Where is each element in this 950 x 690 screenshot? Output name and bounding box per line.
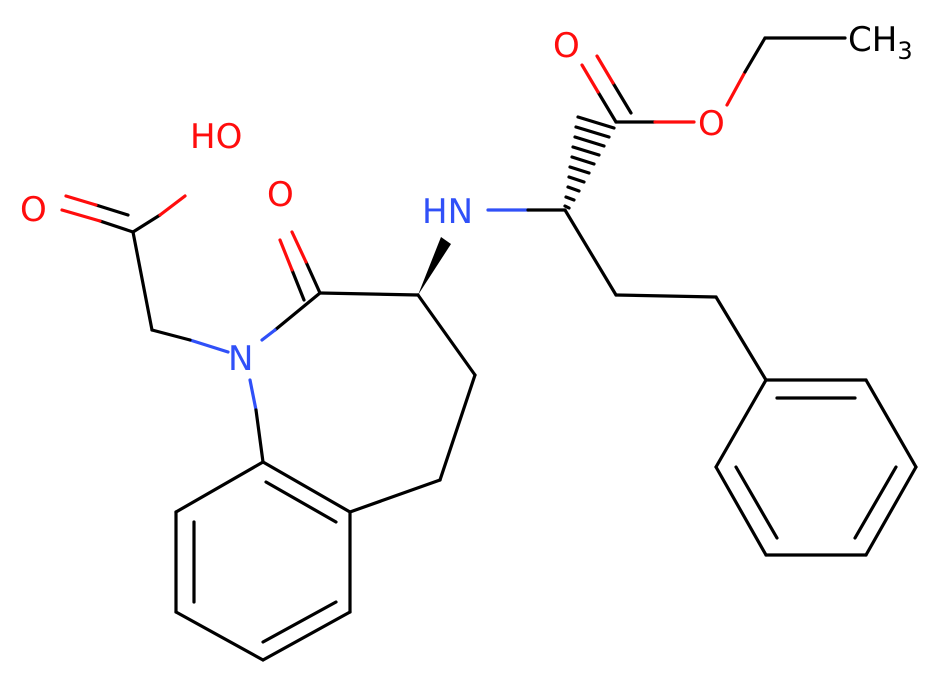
phenethyl-chain: [563, 208, 768, 382]
acetic-acid-group: [60, 194, 230, 354]
bond: [64, 194, 98, 207]
bond: [261, 610, 352, 662]
bond: [614, 293, 718, 299]
bond: [248, 378, 258, 412]
atom-label-ring-n: N: [228, 339, 253, 379]
bond: [416, 293, 477, 377]
bond: [580, 63, 600, 94]
bond: [174, 460, 265, 514]
atom-label-methyl: CH3: [848, 20, 913, 65]
bond: [174, 610, 265, 662]
atom-label-acid-o: O: [20, 190, 47, 230]
bond: [864, 378, 918, 469]
methyl-ch: CH: [848, 20, 897, 60]
methyl-subscript: 3: [897, 37, 912, 65]
lactam-carbonyl: [278, 230, 322, 302]
bond: [438, 373, 477, 482]
fused-benzene-ring: [174, 460, 352, 662]
double-bond-inner: [261, 600, 338, 644]
bond: [261, 460, 352, 514]
bond: [254, 408, 265, 464]
bond: [131, 230, 154, 332]
ethyl-ester: [580, 36, 847, 124]
bond: [595, 54, 615, 85]
bond: [98, 219, 135, 234]
bond: [714, 378, 768, 469]
double-bond-inner: [264, 480, 338, 524]
bond: [60, 208, 102, 223]
atom-label-ester-carbonyl-o: O: [553, 26, 580, 66]
hashed-wedge-bond: [563, 115, 616, 210]
bond: [743, 36, 767, 74]
bond: [714, 295, 768, 382]
bond: [611, 81, 633, 115]
atom-label-ester-o: O: [698, 104, 725, 144]
double-bond-inner: [734, 465, 779, 540]
bond: [304, 260, 322, 295]
bond: [94, 203, 130, 217]
bond: [563, 208, 618, 297]
phenyl-ring: [714, 378, 918, 557]
bond: [290, 230, 308, 264]
bond: [278, 238, 294, 272]
atom-label-lactam-o: O: [267, 175, 294, 215]
bond: [273, 291, 322, 332]
double-bond-inner: [853, 465, 898, 540]
bond: [714, 465, 768, 557]
bond: [725, 70, 747, 107]
bond: [318, 291, 420, 297]
bond: [864, 465, 918, 557]
bond: [131, 213, 162, 234]
atom-label-nh: HN: [422, 192, 473, 232]
bond: [596, 90, 618, 124]
bond: [158, 194, 187, 217]
azepinone-ring: [248, 291, 477, 514]
bond: [150, 328, 192, 342]
bond: [290, 268, 306, 302]
bond: [348, 478, 442, 514]
bond: [260, 328, 277, 342]
bond: [188, 338, 230, 354]
atom-label-ho: HO: [190, 117, 242, 157]
wedge-bond: [418, 237, 451, 295]
